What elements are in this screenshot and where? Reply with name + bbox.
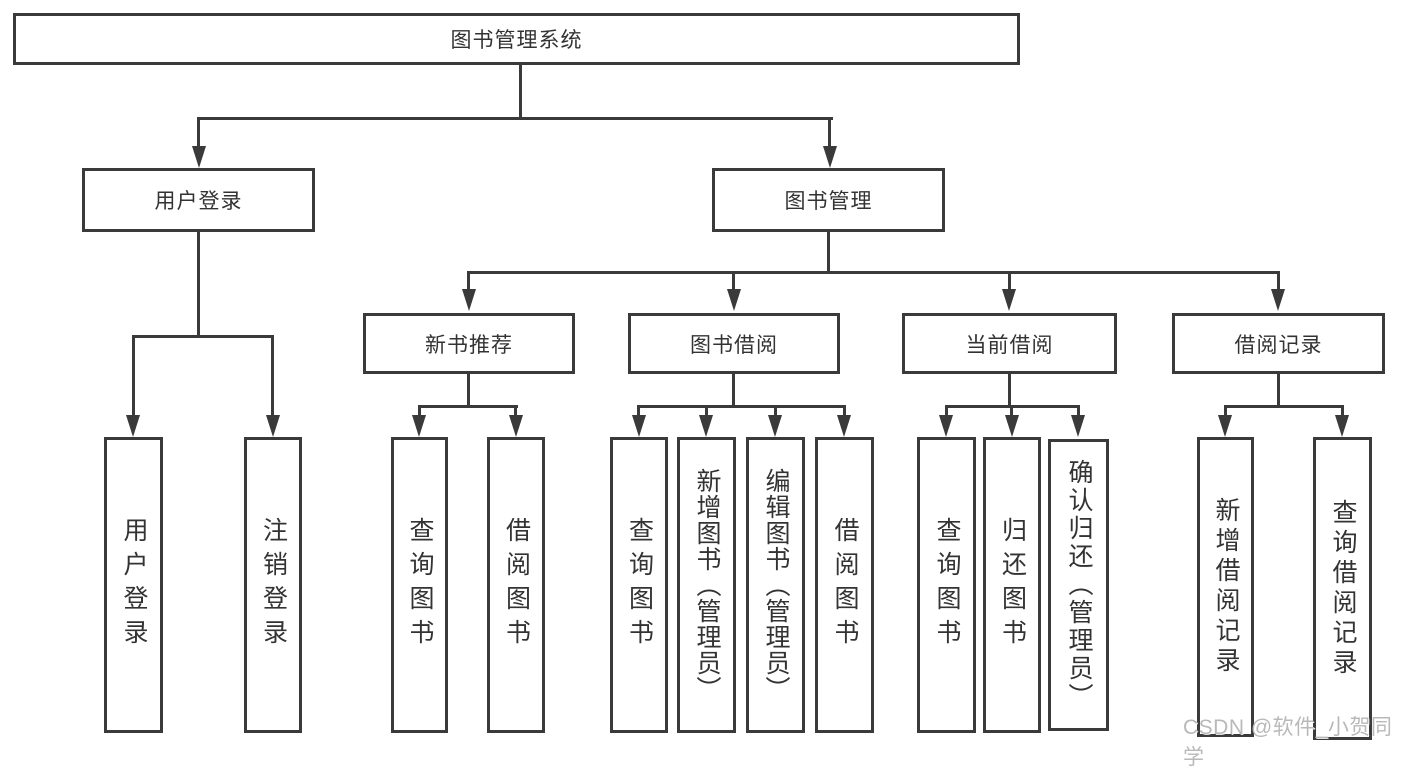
leaf-bb-add-books-admin-label: 新增图书（管理员） xyxy=(693,468,721,702)
branch-rail-new-book-recommend xyxy=(418,405,518,408)
connector-new-book-recommend-vline xyxy=(467,373,470,407)
node-new-book-recommend: 新书推荐 xyxy=(363,313,575,374)
arrow-new-book-recommend-stub xyxy=(467,271,470,291)
leaf-user-login: 用户登录 xyxy=(104,437,163,733)
leaf-bb-edit-books-admin: 编辑图书（管理员） xyxy=(746,437,805,733)
arrow-down-icon xyxy=(1005,415,1019,437)
connector-root-vline xyxy=(519,64,522,119)
arrow-cb-query-stub xyxy=(945,405,948,417)
node-user-login-branch-label: 用户登录 xyxy=(154,190,243,213)
branch-rail-level2 xyxy=(197,117,833,120)
arrow-down-icon xyxy=(727,289,741,311)
arrow-nb-borrow-stub xyxy=(514,405,517,417)
arrow-bb-borrow-stub xyxy=(843,405,846,417)
leaf-bb-query-books-label: 查询图书 xyxy=(625,517,654,653)
arrow-down-icon xyxy=(1002,289,1016,311)
connector-book-management-vline xyxy=(827,231,830,273)
leaf-nb-borrow-books-label: 借阅图书 xyxy=(502,517,531,653)
node-current-borrowing-label: 当前借阅 xyxy=(965,333,1054,357)
arrow-down-icon xyxy=(1271,289,1285,311)
arrow-down-icon xyxy=(509,415,523,437)
leaf-logout-label: 注销登录 xyxy=(259,517,288,653)
branch-rail-level3 xyxy=(467,271,1280,274)
arrow-down-icon xyxy=(1071,415,1085,437)
leaf-nb-query-books-label: 查询图书 xyxy=(406,517,434,653)
connector-book-borrowing-vline xyxy=(732,373,735,407)
arrow-cb-confirm-stub xyxy=(1077,405,1080,417)
arrow-bb-query-stub xyxy=(637,405,640,417)
node-book-borrowing: 图书借阅 xyxy=(628,313,840,374)
node-root: 图书管理系统 xyxy=(13,13,1020,65)
leaf-cb-confirm-return-admin-label: 确认归还（管理员） xyxy=(1065,459,1093,711)
arrow-leaf-user-login-stub xyxy=(132,335,135,417)
connector-borrowing-records-vline xyxy=(1277,373,1280,407)
leaf-br-query-record: 查询借阅记录 xyxy=(1313,437,1372,740)
arrow-down-icon xyxy=(126,415,140,437)
node-current-borrowing: 当前借阅 xyxy=(902,313,1117,374)
node-book-management-branch: 图书管理 xyxy=(712,168,945,232)
branch-rail-user-login xyxy=(132,335,274,338)
node-user-login-branch: 用户登录 xyxy=(82,168,315,232)
arrow-down-icon xyxy=(939,415,953,437)
leaf-bb-query-books: 查询图书 xyxy=(610,437,668,733)
leaf-nb-query-books: 查询图书 xyxy=(391,437,448,733)
node-borrowing-records-label: 借阅记录 xyxy=(1234,333,1323,357)
arrow-down-icon xyxy=(192,146,206,168)
arrow-br-add-stub xyxy=(1224,405,1227,417)
arrow-down-icon xyxy=(412,415,426,437)
leaf-br-query-record-label: 查询借阅记录 xyxy=(1329,498,1357,679)
leaf-bb-borrow-books: 借阅图书 xyxy=(815,437,874,733)
arrow-down-icon xyxy=(837,415,851,437)
watermark-text: CSDN @软件_小贺同学 xyxy=(1183,716,1393,769)
arrow-leaf-logout-stub xyxy=(271,335,274,417)
arrow-bb-edit-stub xyxy=(774,405,777,417)
leaf-br-add-record: 新增借阅记录 xyxy=(1197,437,1254,737)
arrow-down-icon xyxy=(462,289,476,311)
leaf-cb-query-books: 查询图书 xyxy=(917,437,976,733)
connector-user-login-vline xyxy=(197,231,200,337)
arrow-down-icon xyxy=(632,415,646,437)
arrow-down-icon xyxy=(1218,415,1232,437)
arrow-down-icon xyxy=(699,415,713,437)
leaf-bb-edit-books-admin-label: 编辑图书（管理员） xyxy=(762,468,790,702)
node-book-management-branch-label: 图书管理 xyxy=(784,190,873,213)
connector-current-borrowing-vline xyxy=(1008,373,1011,407)
branch-rail-borrowing-records xyxy=(1224,405,1344,408)
arrow-book-borrowing-stub xyxy=(732,271,735,291)
arrow-borrowing-records-stub xyxy=(1277,271,1280,291)
leaf-logout: 注销登录 xyxy=(244,437,302,733)
leaf-cb-return-books: 归还图书 xyxy=(983,437,1041,733)
branch-rail-book-borrowing xyxy=(637,405,846,408)
leaf-user-login-label: 用户登录 xyxy=(120,517,148,653)
leaf-cb-query-books-label: 查询图书 xyxy=(933,517,961,653)
arrow-down-icon xyxy=(1335,415,1349,437)
node-borrowing-records: 借阅记录 xyxy=(1172,313,1385,374)
arrow-down-icon xyxy=(266,415,280,437)
leaf-bb-add-books-admin: 新增图书（管理员） xyxy=(677,437,736,733)
arrow-bb-add-stub xyxy=(705,405,708,417)
node-root-label: 图书管理系统 xyxy=(450,29,583,52)
leaf-cb-confirm-return-admin: 确认归还（管理员） xyxy=(1048,439,1109,731)
arrow-down-icon xyxy=(768,415,782,437)
leaf-cb-return-books-label: 归还图书 xyxy=(998,517,1027,653)
arrow-user-login-stub xyxy=(197,117,200,149)
node-book-borrowing-label: 图书借阅 xyxy=(690,333,778,357)
arrow-down-icon xyxy=(823,146,837,168)
arrow-book-management-stub xyxy=(828,117,831,149)
leaf-nb-borrow-books: 借阅图书 xyxy=(487,437,545,733)
arrow-br-query-stub xyxy=(1341,405,1344,417)
arrow-nb-query-stub xyxy=(418,405,421,417)
leaf-bb-borrow-books-label: 借阅图书 xyxy=(831,517,859,653)
arrow-current-borrowing-stub xyxy=(1008,271,1011,291)
arrow-cb-return-stub xyxy=(1010,405,1013,417)
leaf-br-add-record-label: 新增借阅记录 xyxy=(1212,497,1240,677)
node-new-book-recommend-label: 新书推荐 xyxy=(425,333,513,357)
